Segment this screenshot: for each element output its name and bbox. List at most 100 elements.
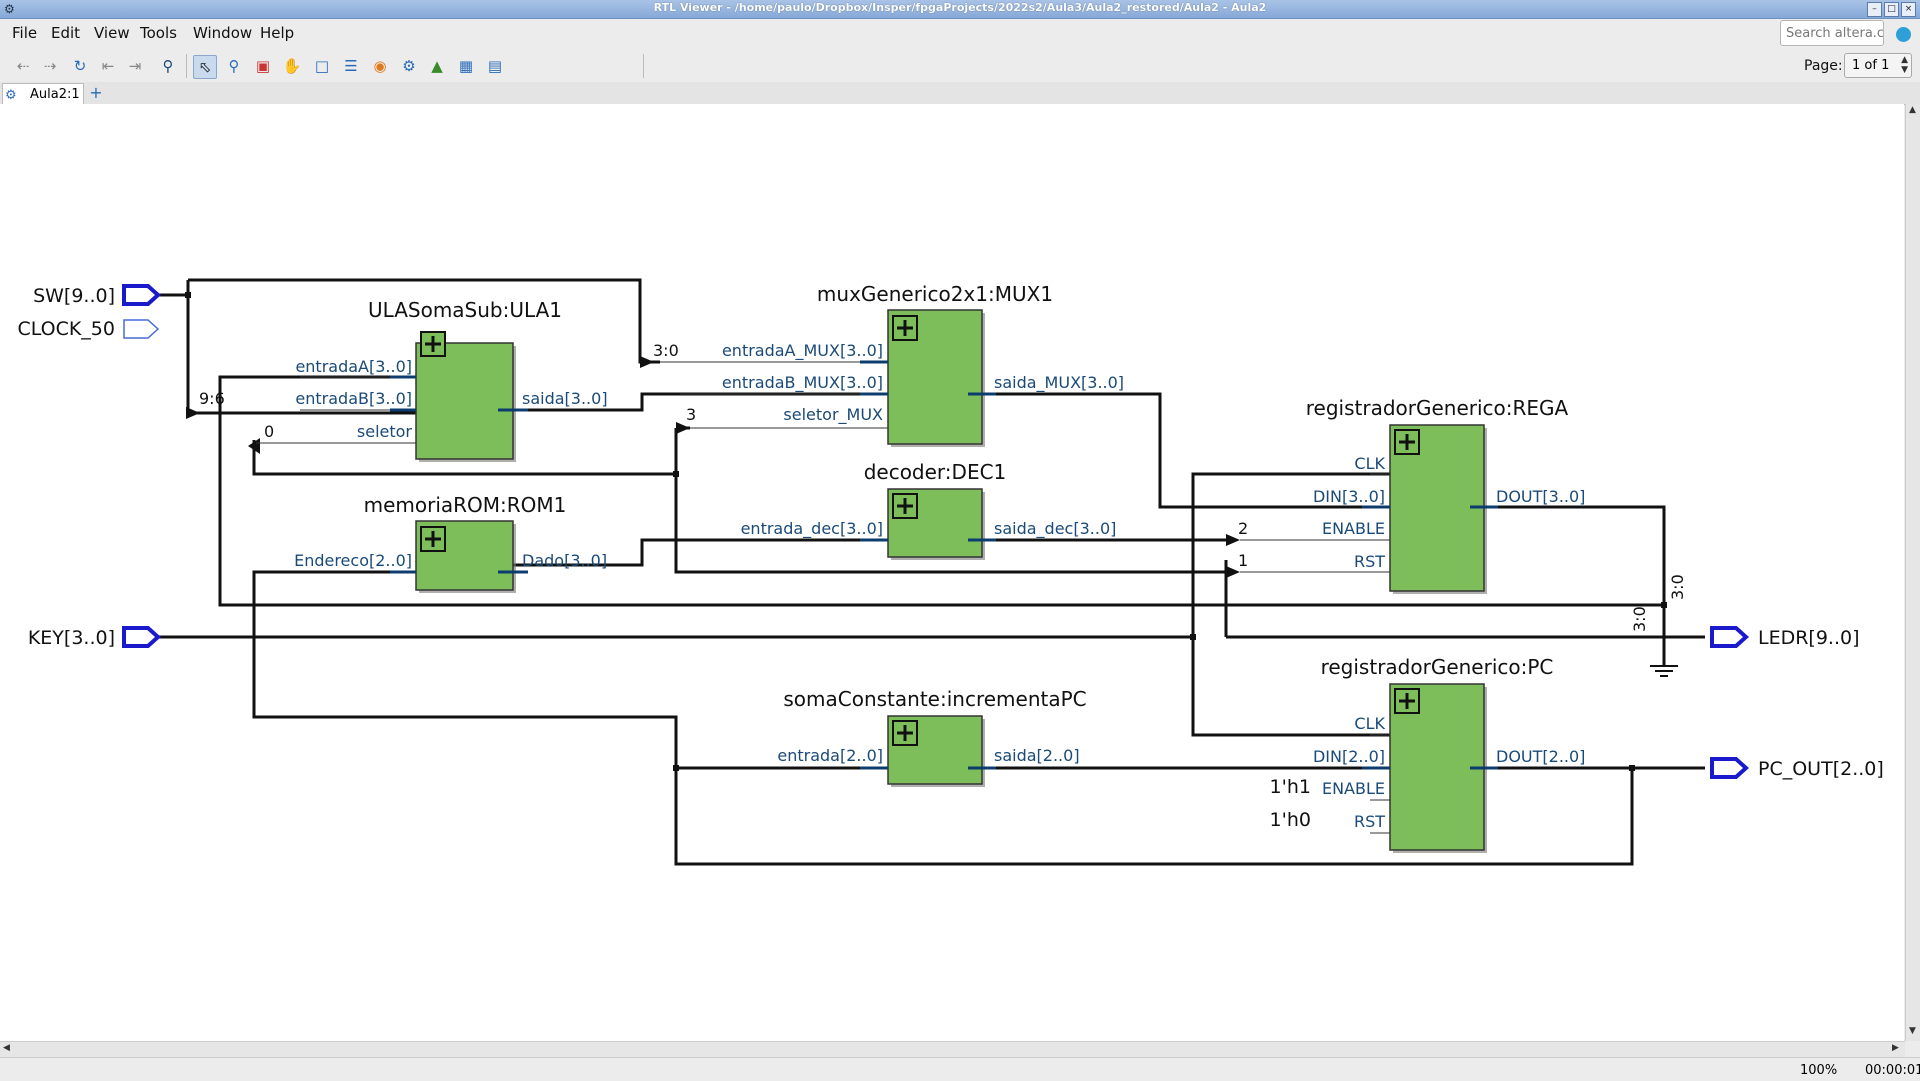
- schematic-icon: ⚙: [5, 88, 17, 103]
- block-pc[interactable]: registradorGenerico:PC CLK DIN[2..0] ENA…: [1313, 655, 1585, 853]
- port-rom-addr: Endereco[2..0]: [294, 551, 412, 570]
- back-icon[interactable]: ⇠: [16, 57, 30, 75]
- refresh-icon[interactable]: ↻: [73, 57, 87, 75]
- page-select[interactable]: 1 of 1 ▲▼: [1844, 53, 1912, 78]
- settings-icon[interactable]: ⚙: [402, 57, 416, 75]
- port-pc-din: DIN[2..0]: [1313, 747, 1385, 766]
- select-icon[interactable]: ⬁: [193, 55, 217, 79]
- port-mux-sel: seletor_MUX: [783, 405, 883, 425]
- block-dec[interactable]: decoder:DEC1 entrada_dec[3..0] saida_dec…: [741, 460, 1117, 560]
- hand-icon[interactable]: ✋: [282, 57, 302, 75]
- spinner-icon[interactable]: ▲▼: [1901, 55, 1908, 75]
- close-icon[interactable]: ×: [1901, 2, 1916, 17]
- find-icon[interactable]: ⚲: [162, 57, 174, 75]
- input-clock[interactable]: CLOCK_50: [17, 318, 160, 340]
- hierarchy-icon[interactable]: ▦: [458, 57, 474, 75]
- menu-edit[interactable]: Edit: [51, 24, 81, 42]
- window-title: RTL Viewer - /home/paulo/Dropbox/Insper/…: [653, 1, 1267, 14]
- netlist-icon[interactable]: ☰: [344, 57, 358, 75]
- block-dec-title: decoder:DEC1: [864, 460, 1007, 484]
- output-pc-out[interactable]: PC_OUT[2..0]: [1710, 757, 1884, 780]
- port-soma-in: entrada[2..0]: [777, 746, 883, 765]
- label-mux-sel-bit: 3: [686, 405, 696, 424]
- block-ula[interactable]: ULASomaSub:ULA1 entradaA[3..0] entradaB[…: [256, 298, 608, 462]
- color-icon[interactable]: ◉: [373, 57, 387, 75]
- port-dec-in: entrada_dec[3..0]: [741, 519, 883, 539]
- menu-window[interactable]: Window: [193, 24, 253, 42]
- elapsed-time: 00:00:01: [1865, 1063, 1920, 1078]
- output-ledr-label: LEDR[9..0]: [1758, 627, 1860, 649]
- export-icon[interactable]: ▤: [487, 57, 503, 75]
- ground-icon: [1650, 638, 1678, 677]
- block-ula-title: ULASomaSub:ULA1: [368, 298, 562, 322]
- block-rom-title: memoriaROM:ROM1: [364, 493, 567, 517]
- tab-aula2[interactable]: ⚙ Aula2:1: [2, 83, 84, 105]
- globe-icon[interactable]: [1896, 27, 1911, 42]
- output-ledr[interactable]: LEDR[9..0]: [1710, 626, 1860, 649]
- port-ula-a: entradaA[3..0]: [295, 357, 412, 376]
- output-pc-out-label: PC_OUT[2..0]: [1758, 758, 1884, 780]
- arrowheads: [186, 356, 1240, 578]
- port-pc-rst: RST: [1354, 812, 1385, 831]
- port-soma-out: saida[2..0]: [994, 746, 1080, 765]
- input-sw[interactable]: SW[9..0]: [33, 284, 161, 307]
- label-dec-enable-bit: 2: [1238, 519, 1248, 538]
- chart-icon[interactable]: ▲: [431, 57, 443, 75]
- maximize-icon[interactable]: □: [1884, 2, 1899, 17]
- port-mux-a: entradaA_MUX[3..0]: [722, 341, 883, 361]
- port-rom-data: Dado[3..0]: [522, 551, 607, 570]
- scroll-down-icon[interactable]: ▼: [1909, 1026, 1916, 1036]
- block-rom[interactable]: memoriaROM:ROM1 Endereco[2..0] Dado[3..0…: [294, 493, 607, 593]
- port-ula-sel: seletor: [357, 422, 413, 441]
- port-mux-b: entradaB_MUX[3..0]: [722, 373, 883, 393]
- zoom-level: 100%: [1800, 1063, 1838, 1078]
- label-ledr-slice-b: 3:0: [1668, 574, 1687, 600]
- menu-help[interactable]: Help: [260, 24, 295, 42]
- menu-file[interactable]: File: [12, 24, 38, 42]
- port-mux-out: saida_MUX[3..0]: [994, 373, 1124, 393]
- block-rega-title: registradorGenerico:REGA: [1306, 396, 1569, 420]
- zoom-icon[interactable]: ⚲: [228, 57, 240, 75]
- label-pc-rst-const: 1'h0: [1270, 809, 1311, 831]
- minimize-icon[interactable]: –: [1867, 2, 1882, 17]
- scroll-left-icon[interactable]: ◀: [3, 1043, 10, 1053]
- port-ula-out: saida[3..0]: [522, 389, 608, 408]
- junctions: [185, 292, 1667, 771]
- forward-icon[interactable]: ⇢: [43, 57, 57, 75]
- tab-bar: ⚙ Aula2:1 +: [0, 82, 1920, 105]
- page-value: 1 of 1: [1852, 58, 1890, 73]
- title-bar: ⚙ RTL Viewer - /home/paulo/Dropbox/Inspe…: [0, 0, 1920, 19]
- scroll-right-icon[interactable]: ▶: [1892, 1043, 1899, 1053]
- block-rega[interactable]: registradorGenerico:REGA CLK DIN[3..0] E…: [1240, 396, 1585, 594]
- input-sw-label: SW[9..0]: [33, 285, 115, 307]
- vertical-scrollbar[interactable]: ▲ ▼: [1905, 104, 1920, 1041]
- input-clock-label: CLOCK_50: [17, 318, 115, 340]
- label-ula-sel-bit: 0: [264, 422, 274, 441]
- rtl-viewer-icon: ⚙: [4, 2, 15, 16]
- block-mux-title: muxGenerico2x1:MUX1: [817, 282, 1053, 306]
- toolbar: ⇠ ⇢ ↻ ⇤ ⇥ ⚲ ⬁ ⚲ ▣ ✋ □ ☰ ◉ ⚙ ▲ ▦ ▤: [0, 46, 1920, 85]
- search-input[interactable]: Search altera.c...: [1780, 20, 1884, 46]
- status-bar: 100% 00:00:01: [0, 1057, 1920, 1081]
- menu-tools[interactable]: Tools: [140, 24, 177, 42]
- block-soma[interactable]: somaConstante:incrementaPC entrada[2..0]…: [777, 687, 1087, 787]
- next-page-icon[interactable]: ⇥: [128, 57, 142, 75]
- tab-label: Aula2:1: [30, 87, 80, 102]
- port-rega-din: DIN[3..0]: [1313, 487, 1385, 506]
- menu-view[interactable]: View: [94, 24, 130, 42]
- input-key-label: KEY[3..0]: [28, 627, 115, 649]
- port-rega-en: ENABLE: [1322, 519, 1385, 538]
- port-dec-out: saida_dec[3..0]: [994, 519, 1116, 539]
- block-mux[interactable]: muxGenerico2x1:MUX1 entradaA_MUX[3..0] e…: [660, 282, 1124, 447]
- previous-page-icon[interactable]: ⇤: [101, 57, 115, 75]
- menu-bar: File Edit View Tools Window Help: [0, 19, 1920, 45]
- scroll-up-icon[interactable]: ▲: [1909, 105, 1916, 115]
- schematic-canvas[interactable]: SW[9..0] CLOCK_50 KEY[3..0] LEDR[9..0] P…: [0, 104, 1904, 1041]
- port-rega-dout: DOUT[3..0]: [1496, 487, 1585, 506]
- region-icon[interactable]: □: [314, 57, 330, 75]
- page-label: Page:: [1804, 58, 1843, 74]
- input-key[interactable]: KEY[3..0]: [28, 626, 161, 649]
- horizontal-scrollbar[interactable]: ◀ ▶: [0, 1041, 1905, 1057]
- add-tab-button[interactable]: +: [89, 83, 103, 102]
- fit-icon[interactable]: ▣: [255, 57, 271, 75]
